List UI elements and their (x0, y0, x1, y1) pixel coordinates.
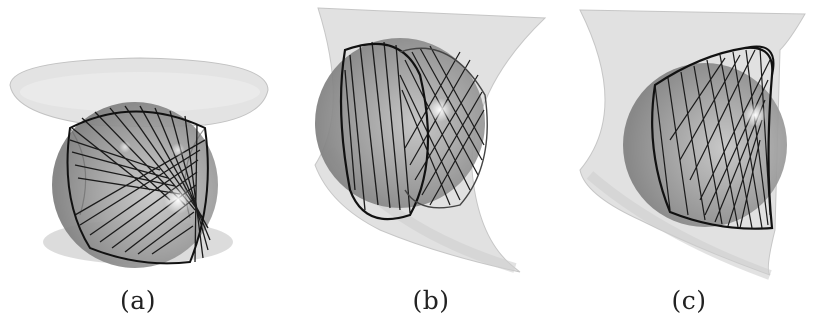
specular-highlight (164, 186, 192, 214)
hyperboloid-sphere-illustration-a (9, 57, 269, 268)
figure-panel-b (300, 0, 565, 324)
intersection-curve-right (399, 47, 488, 209)
intersection-curve-left (339, 42, 430, 221)
sphere (315, 38, 485, 208)
ruling-lines (654, 47, 771, 229)
figure-panel-c (560, 0, 815, 324)
specular-highlight (743, 103, 767, 127)
hyperboloid-sphere-illustration-b (314, 7, 547, 273)
specular-highlight (428, 98, 452, 122)
ruling-lines-right (399, 45, 485, 206)
sphere (623, 63, 787, 227)
caption-a: (a) (120, 286, 156, 315)
ruling-lines-left (344, 41, 411, 214)
intersection-curve (66, 110, 209, 265)
intersection-curve (651, 46, 774, 230)
caption-c: (c) (671, 286, 707, 315)
caption-b: (b) (412, 286, 450, 315)
hyperboloid-sphere-illustration-c (579, 9, 806, 280)
figure-panel-a (0, 0, 269, 324)
